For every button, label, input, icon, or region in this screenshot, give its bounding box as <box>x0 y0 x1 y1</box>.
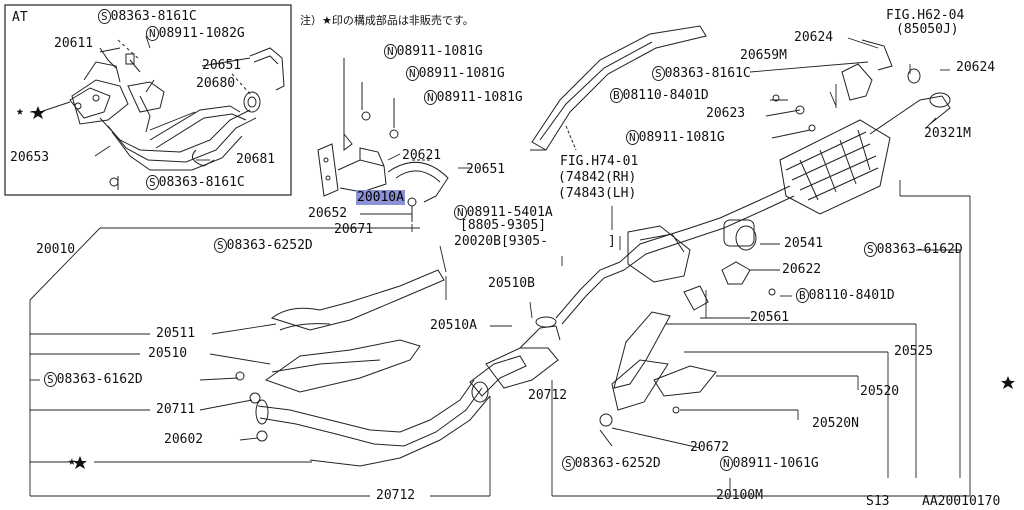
s-prefix-icon: S <box>98 9 111 24</box>
part-label-20651-inset[interactable]: 20651 <box>202 58 242 73</box>
s-prefix-icon: S <box>44 372 57 387</box>
part-label-20510A[interactable]: 20510A <box>430 318 477 333</box>
n-prefix-icon: N <box>720 456 733 471</box>
part-label-20712-center[interactable]: 20712 <box>528 388 568 403</box>
b-prefix-icon: B <box>610 88 623 103</box>
part-label-20510[interactable]: 20510 <box>148 346 188 361</box>
part-label-20511[interactable]: 20511 <box>156 326 196 341</box>
part-label-20525[interactable]: 20525 <box>894 344 934 359</box>
n-prefix-icon: N <box>454 205 467 220</box>
inset-frame <box>4 4 292 196</box>
date-range-1: [8805-9305] <box>460 218 547 233</box>
n-prefix-icon: N <box>384 44 397 59</box>
leader-lines <box>29 35 971 497</box>
part-label-20020B[interactable]: 20020B[9305- <box>454 234 548 249</box>
part-label-20712-bottom[interactable]: 20712 <box>376 488 416 503</box>
note-non-sale: 注）★印の構成部品は非販売です。 <box>300 14 474 27</box>
s-prefix-icon: S <box>214 238 227 253</box>
part-label-20520N[interactable]: 20520N <box>812 416 859 431</box>
tunnel-heat-insulator <box>530 25 707 151</box>
inset-star-marker: ★ <box>16 104 24 119</box>
part-label-20622[interactable]: 20622 <box>782 262 822 277</box>
b-prefix-icon: B <box>796 288 809 303</box>
part-label-20010[interactable]: 20010 <box>36 242 76 257</box>
inset-title-at: AT <box>12 10 28 25</box>
s-prefix-icon: S <box>146 175 159 190</box>
part-label-20711[interactable]: 20711 <box>156 402 196 417</box>
fig-h74-ref[interactable]: FIG.H74-01 <box>560 154 639 169</box>
part-label-20623[interactable]: 20623 <box>706 106 746 121</box>
part-label-20680[interactable]: 20680 <box>196 76 236 91</box>
part-label-20621[interactable]: 20621 <box>402 148 442 163</box>
hangers-right <box>683 219 776 311</box>
catalytic-converter <box>485 261 625 389</box>
part-label-20672[interactable]: 20672 <box>690 440 730 455</box>
fig-h74-lh: (74843(LH) <box>558 186 637 201</box>
part-label-20659M[interactable]: 20659M <box>740 48 787 63</box>
s-prefix-icon: S <box>562 456 575 471</box>
front-bracket-assembly <box>317 58 449 222</box>
inset-exhaust-manifold <box>39 39 285 190</box>
s-prefix-icon: S <box>864 242 877 257</box>
part-label-20602[interactable]: 20602 <box>164 432 204 447</box>
n-prefix-icon: N <box>146 26 159 41</box>
left-star-marker: ★ <box>68 454 76 469</box>
part-label-20624-right[interactable]: 20624 <box>956 60 996 75</box>
date-range-2-end: ] <box>608 234 616 249</box>
part-label-20624-top[interactable]: 20624 <box>794 30 834 45</box>
part-label-20100M[interactable]: 20100M <box>716 488 763 503</box>
part-label-20561[interactable]: 20561 <box>750 310 790 325</box>
star-markers <box>31 106 1015 469</box>
part-label-20671[interactable]: 20671 <box>334 222 374 237</box>
part-label-20010A-highlighted[interactable]: 20010A <box>356 190 405 205</box>
part-label-20541[interactable]: 20541 <box>784 236 824 251</box>
part-label-20510B[interactable]: 20510B <box>488 276 535 291</box>
part-label-20681[interactable]: 20681 <box>236 152 276 167</box>
part-label-20652[interactable]: 20652 <box>308 206 348 221</box>
fig-h74-rh: (74842(RH) <box>558 170 637 185</box>
main-muffler <box>772 39 951 215</box>
n-prefix-icon: N <box>406 66 419 81</box>
n-prefix-icon: N <box>626 130 639 145</box>
part-label-20651[interactable]: 20651 <box>466 162 506 177</box>
part-label-20321M[interactable]: 20321M <box>924 126 971 141</box>
fig-h62-sub: (85050J) <box>896 22 959 37</box>
heat-shields-middle <box>599 311 717 447</box>
part-label-20611[interactable]: 20611 <box>54 36 94 51</box>
n-prefix-icon: N <box>424 90 437 105</box>
fig-h62-ref[interactable]: FIG.H62-04 <box>886 8 965 23</box>
center-pipe-and-muffler <box>619 185 795 283</box>
s-prefix-icon: S <box>652 66 665 81</box>
footer-code: AA20010170 <box>922 494 1001 509</box>
right-star-marker: ★ <box>1004 374 1012 389</box>
front-exhaust-tube <box>235 269 527 467</box>
part-label-20520[interactable]: 20520 <box>860 384 900 399</box>
part-label-20653[interactable]: 20653 <box>10 150 50 165</box>
footer-model: S13 <box>866 494 890 509</box>
